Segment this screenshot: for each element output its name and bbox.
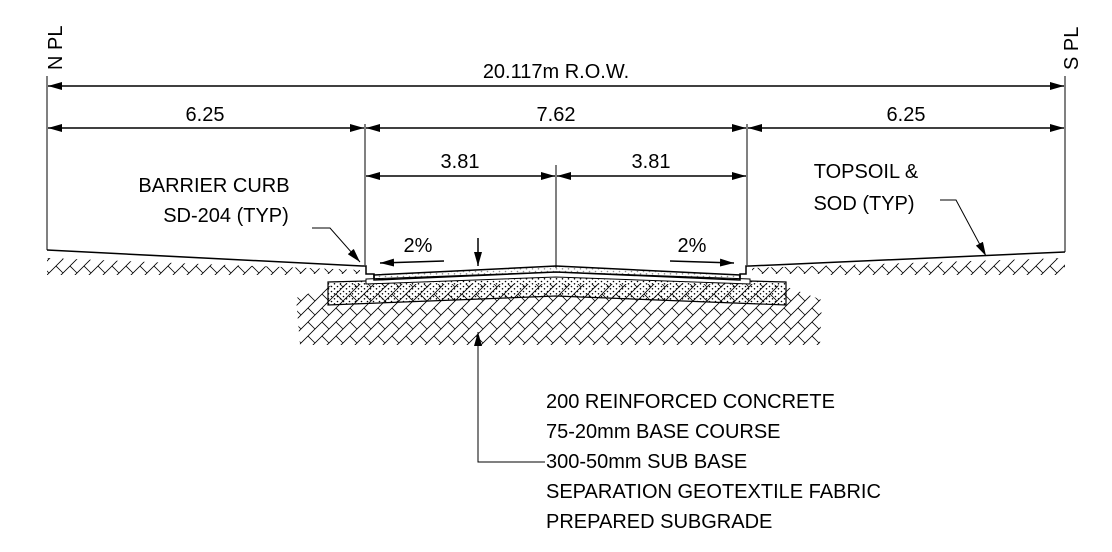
concrete-pavement: [373, 265, 741, 281]
north-property-line-label: N PL: [45, 26, 67, 70]
barrier-curb-note-line2: SD-204 (TYP): [163, 205, 289, 227]
topsoil-leader: [940, 199, 987, 257]
topsoil-note-line2: SOD (TYP): [813, 193, 914, 215]
right-ground-line: [749, 251, 1066, 267]
right-lane-dimension-label: 3.81: [632, 151, 671, 173]
right-slope-arrow: [669, 258, 735, 267]
right-barrier-curb: [739, 265, 750, 278]
layer-note-sub-base: 300-50mm SUB BASE: [546, 451, 747, 473]
right-slope-label: 2%: [678, 235, 707, 257]
left-lane-dimension-label: 3.81: [441, 151, 480, 173]
left-boulevard-dimension-label: 6.25: [186, 104, 225, 126]
barrier-curb-leader: [312, 227, 361, 263]
row-dimension-label: 20.117m R.O.W.: [483, 61, 629, 83]
layer-note-geotextile: SEPARATION GEOTEXTILE FABRIC: [546, 481, 881, 503]
south-property-line-label: S PL: [1061, 27, 1083, 70]
left-barrier-curb: [362, 265, 375, 278]
right-boulevard-dimension-label: 6.25: [887, 104, 926, 126]
layer-note-concrete: 200 REINFORCED CONCRETE: [546, 391, 835, 413]
roadway-dimension-label: 7.62: [537, 104, 576, 126]
layer-note-base-course: 75-20mm BASE COURSE: [546, 421, 781, 443]
left-slope-arrow: [379, 258, 445, 267]
left-ground-line: [46, 249, 363, 267]
subgrade-hatching: [47, 258, 1065, 345]
left-slope-label: 2%: [404, 235, 433, 257]
section-leader: [474, 332, 545, 463]
topsoil-note-line1: TOPSOIL &: [814, 161, 919, 183]
barrier-curb-note-line1: BARRIER CURB: [138, 175, 289, 197]
layer-note-subgrade: PREPARED SUBGRADE: [546, 511, 772, 533]
